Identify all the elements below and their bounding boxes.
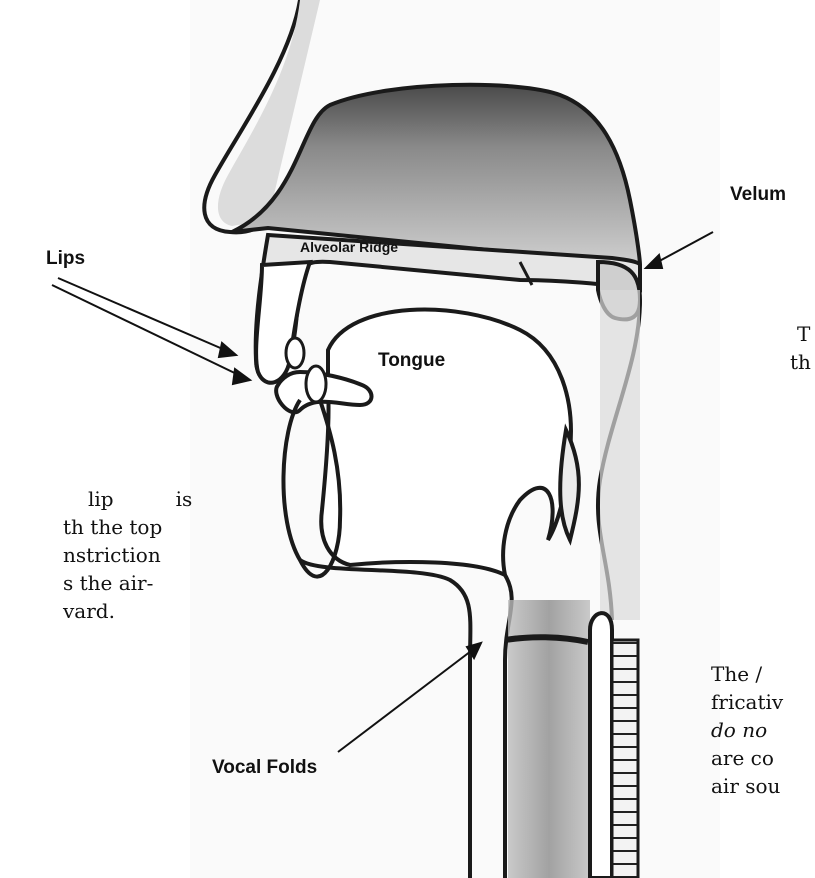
left-text-word-lip: lip	[88, 487, 114, 511]
esophagus	[590, 613, 612, 878]
right-bottom-text-line-4: are co	[711, 744, 774, 772]
tongue-label: Tongue	[378, 350, 445, 372]
right-bottom-text-line-1: The /	[711, 660, 762, 688]
pharynx-shade	[600, 290, 640, 620]
left-text-line-3: nstriction	[63, 541, 161, 569]
trachea	[612, 640, 638, 878]
right-top-text-line-2: th	[790, 348, 811, 376]
lips-label: Lips	[46, 248, 85, 270]
left-text-line-5: vard.	[63, 597, 115, 625]
right-bottom-text-line-2: fricativ	[711, 688, 783, 716]
right-top-text-line-1: T	[797, 320, 810, 348]
left-text-line-4: s the air-	[63, 569, 153, 597]
left-text-line-2: th the top	[63, 513, 162, 541]
vocal-folds-label: Vocal Folds	[212, 757, 317, 779]
left-text-line-1: lip is	[88, 485, 192, 513]
right-bottom-text-line-3: do no	[711, 716, 767, 744]
upper-teeth	[286, 338, 304, 368]
lower-teeth	[306, 366, 326, 402]
velum-label: Velum	[730, 184, 786, 206]
alveolar-ridge-label: Alveolar Ridge	[300, 239, 398, 255]
right-bottom-text-line-5: air sou	[711, 772, 780, 800]
left-text-word-is: is	[176, 487, 193, 511]
